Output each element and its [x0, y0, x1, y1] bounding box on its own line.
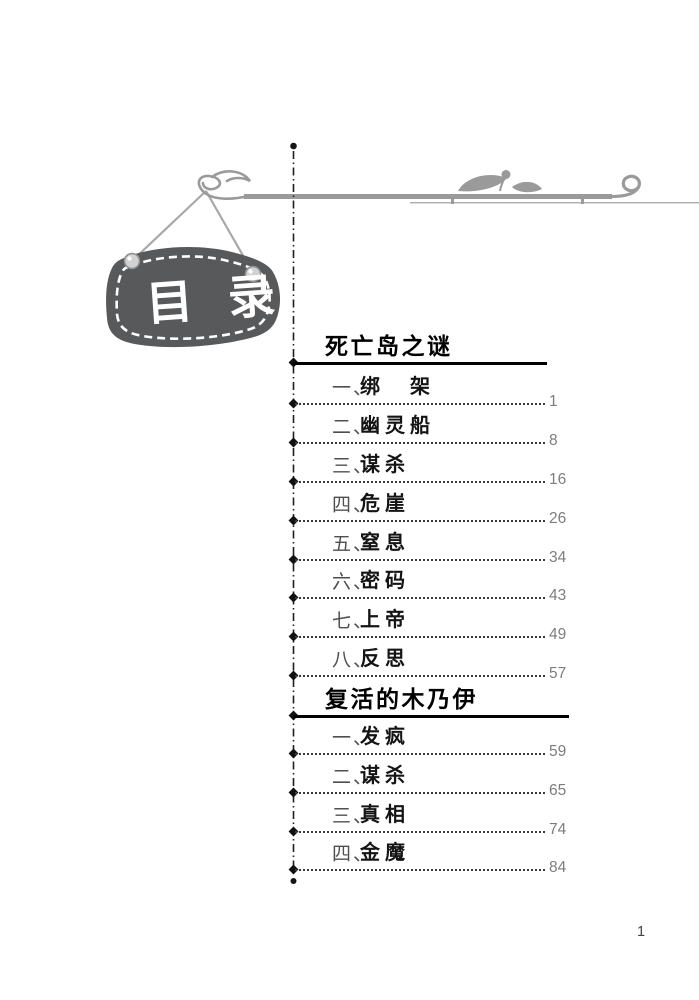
header-rule-thick [244, 194, 612, 199]
entry-page-number: 26 [549, 510, 567, 527]
entry-ordinal: 八、 [332, 650, 375, 671]
entry-ordinal: 六、 [332, 572, 375, 593]
entry-page-number: 8 [549, 432, 558, 449]
entry-ordinal: 三、 [332, 806, 375, 827]
section-title: 复活的木乃伊 [325, 686, 478, 712]
section-heading: 复活的木乃伊 [288, 685, 575, 721]
entry-title: 发疯 [360, 726, 410, 748]
section-heading: 死亡岛之谜 [288, 332, 575, 368]
toc-entry: 三、 谋杀 16 [288, 451, 575, 488]
section-underline [293, 715, 569, 718]
entry-title: 幽灵船 [360, 415, 435, 437]
dotted-leader [295, 597, 545, 599]
entry-title: 上帝 [360, 609, 410, 631]
rule-tick [581, 196, 584, 204]
entry-page-number: 49 [549, 626, 567, 643]
board-strings [132, 190, 254, 274]
dotted-leader [295, 831, 545, 833]
toc-entry: 七、 上帝 49 [288, 606, 575, 643]
entry-ordinal: 二、 [332, 767, 375, 788]
leaf-ornament-icon [458, 170, 542, 193]
dotted-leader [295, 675, 545, 677]
toc-entry: 四、 危崖 26 [288, 490, 575, 527]
entry-page-number: 84 [549, 859, 567, 876]
entry-ordinal: 三、 [332, 456, 375, 477]
entry-title: 谋杀 [360, 454, 410, 476]
board-pin-right-icon [244, 265, 262, 283]
section-title: 死亡岛之谜 [325, 333, 453, 359]
entry-title: 窒息 [360, 532, 410, 554]
scroll-flourish-icon [197, 170, 252, 200]
section-underline [293, 362, 547, 365]
dotted-leader [295, 869, 545, 871]
rule-tick [451, 196, 454, 204]
toc-entry: 三、 真相 74 [288, 801, 575, 838]
entry-title: 绑 架 [360, 376, 435, 398]
toc-entry: 四、 金魔 84 [288, 839, 575, 876]
entry-ordinal: 四、 [332, 495, 375, 516]
entry-title: 危崖 [360, 493, 410, 515]
board-pin-left-icon [123, 252, 141, 270]
dotted-leader [295, 753, 545, 755]
dotted-leader [295, 520, 545, 522]
line-curl-icon [609, 174, 641, 199]
hanging-board: 目录 [106, 247, 312, 348]
entry-page-number: 34 [549, 549, 567, 566]
dotted-leader [295, 481, 545, 483]
entry-ordinal: 五、 [332, 534, 375, 555]
toc-entry: 六、 密码 43 [288, 567, 575, 604]
toc-entry: 一、 绑 架 1 [288, 373, 575, 410]
folio-page-number: 1 [637, 924, 646, 940]
entry-ordinal: 二、 [332, 417, 375, 438]
entry-title: 密码 [360, 570, 410, 592]
entry-ordinal: 七、 [332, 611, 375, 632]
dotted-leader [295, 442, 545, 444]
entry-page-number: 57 [549, 665, 567, 682]
toc-entry: 八、 反思 57 [288, 645, 575, 682]
entry-page-number: 74 [549, 821, 567, 838]
dotted-leader [295, 403, 545, 405]
entry-page-number: 59 [549, 743, 567, 760]
entry-ordinal: 一、 [332, 728, 375, 749]
board-title: 目录 [144, 266, 311, 330]
entry-title: 金魔 [360, 842, 410, 864]
board-face [106, 247, 281, 348]
toc-entry: 一、 发疯 59 [288, 723, 575, 760]
dotted-leader [295, 792, 545, 794]
board-stitch-border [115, 255, 271, 340]
entry-page-number: 1 [549, 393, 558, 410]
entry-title: 谋杀 [360, 765, 410, 787]
entry-ordinal: 一、 [332, 378, 375, 399]
entry-title: 反思 [360, 648, 410, 670]
entry-ordinal: 四、 [332, 844, 375, 865]
dotted-leader [295, 559, 545, 561]
entry-page-number: 43 [549, 587, 567, 604]
entry-page-number: 16 [549, 471, 567, 488]
entry-page-number: 65 [549, 782, 567, 799]
toc-entry: 五、 窒息 34 [288, 529, 575, 566]
toc-entry: 二、 谋杀 65 [288, 762, 575, 799]
dotted-leader [295, 636, 545, 638]
entry-title: 真相 [360, 804, 410, 826]
toc-entry: 二、 幽灵船 8 [288, 412, 575, 449]
header-rule-thin [410, 202, 699, 204]
